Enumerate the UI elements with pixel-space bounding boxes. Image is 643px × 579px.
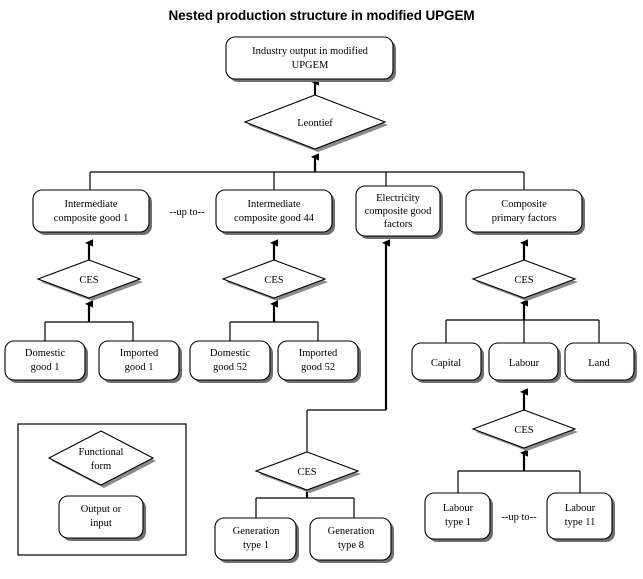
node-generation-type-1[interactable]: Generation type 1 (214, 517, 299, 563)
connector-goods52-to-ces44 (229, 300, 319, 341)
node-ces-good-44[interactable]: CES (221, 259, 328, 301)
domestic-good-1-line1: Domestic (25, 348, 66, 359)
capital-label: Capital (431, 358, 461, 369)
connector-generation-ces-to-electricity (306, 239, 390, 452)
electricity-line2: composite good (365, 206, 433, 217)
intermediate-good-1-line2: composite good 1 (54, 213, 129, 224)
up-to-intermediate-label: --up to-- (169, 207, 205, 218)
node-labour-type-1[interactable]: Labour type 1 (424, 492, 493, 542)
generation-type-8-line1: Generation (328, 526, 375, 537)
labour-type-11-line2: type 11 (565, 517, 596, 528)
labour-label: Labour (509, 358, 540, 369)
node-land[interactable]: Land (564, 342, 637, 383)
ces-good-1-label: CES (79, 275, 98, 286)
imported-good-52-line2: good 52 (301, 362, 335, 373)
imported-good-1-line1: Imported (120, 348, 159, 359)
node-ces-generation[interactable]: CES (254, 451, 361, 493)
node-electricity-composite-good-factors[interactable]: Electricity composite good factors (355, 185, 443, 239)
node-domestic-good-52[interactable]: Domestic good 52 (189, 340, 273, 383)
legend-functional-form-line1: Functional (79, 447, 124, 458)
node-capital[interactable]: Capital (411, 342, 484, 383)
intermediate-good-44-line2: composite good 44 (234, 213, 315, 224)
node-domestic-good-1[interactable]: Domestic good 1 (4, 340, 88, 383)
node-industry-output[interactable]: Industry output in modified UPGEM (225, 36, 396, 82)
legend-functional-form-line2: form (91, 461, 111, 472)
labour-type-1-line1: Labour (443, 503, 474, 514)
legend-output-or-input-line2: input (90, 518, 112, 529)
legend-output-or-input: Output or input (58, 495, 146, 541)
generation-type-1-line1: Generation (233, 526, 280, 537)
intermediate-good-44-line1: Intermediate (247, 199, 300, 210)
legend-functional-form: Functional form (47, 430, 156, 488)
connector-leontief-fanout (89, 171, 525, 190)
generation-type-1-line2: type 1 (243, 540, 269, 551)
domestic-good-52-line2: good 52 (213, 362, 247, 373)
node-intermediate-good-1[interactable]: Intermediate composite good 1 (32, 189, 152, 235)
node-labour-type-11[interactable]: Labour type 11 (546, 492, 615, 542)
ces-generation-label: CES (297, 467, 316, 478)
connector-labour-types-to-ces (457, 449, 581, 493)
composite-primary-line2: primary factors (492, 213, 556, 224)
industry-output-line1: Industry output in modified (252, 46, 369, 57)
note-up-to-labour: --up to-- (501, 512, 537, 523)
electricity-line1: Electricity (376, 193, 420, 204)
imported-good-52-line1: Imported (299, 348, 338, 359)
leontief-label: Leontief (297, 118, 333, 129)
ces-good-44-label: CES (264, 275, 283, 286)
labour-type-1-line2: type 1 (445, 517, 471, 528)
node-imported-good-1[interactable]: Imported good 1 (98, 340, 182, 383)
legend-output-or-input-line1: Output or (81, 504, 122, 515)
generation-type-8-line2: type 8 (338, 540, 364, 551)
page-title: Nested production structure in modified … (168, 8, 475, 23)
node-composite-primary-factors[interactable]: Composite primary factors (465, 189, 585, 235)
land-label: Land (588, 358, 610, 369)
node-ces-labour[interactable]: CES (471, 409, 578, 451)
node-labour[interactable]: Labour (488, 342, 561, 383)
node-generation-type-8[interactable]: Generation type 8 (309, 517, 394, 563)
connector-goods1-to-ces1 (44, 300, 134, 341)
ces-labour-label: CES (514, 425, 533, 436)
legend-panel: Functional form Output or input (17, 423, 187, 556)
industry-output-line2: UPGEM (292, 60, 329, 71)
node-ces-primary-factors[interactable]: CES (471, 259, 578, 301)
note-up-to-intermediate: --up to-- (169, 207, 205, 218)
electricity-line3: factors (384, 219, 413, 230)
imported-good-1-line2: good 1 (125, 362, 154, 373)
up-to-labour-label: --up to-- (501, 512, 537, 523)
intermediate-good-1-line1: Intermediate (64, 199, 117, 210)
ces-primary-label: CES (514, 275, 533, 286)
node-intermediate-good-44[interactable]: Intermediate composite good 44 (215, 189, 335, 235)
node-leontief[interactable]: Leontief (243, 94, 388, 152)
composite-primary-line1: Composite (501, 199, 547, 210)
domestic-good-1-line2: good 1 (31, 362, 60, 373)
domestic-good-52-line1: Domestic (210, 348, 251, 359)
labour-type-11-line1: Labour (565, 503, 596, 514)
connector-factors-to-ces-primary (445, 299, 600, 343)
node-imported-good-52[interactable]: Imported good 52 (277, 340, 361, 383)
node-ces-good-1[interactable]: CES (36, 259, 143, 301)
